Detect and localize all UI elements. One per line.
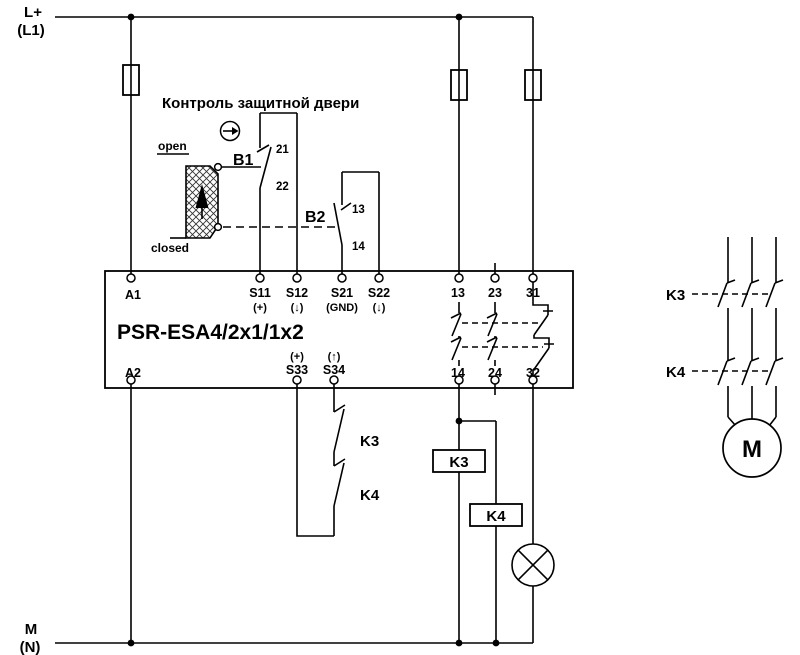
supply-plus-label: L+: [24, 4, 42, 21]
motor-label: M: [742, 436, 762, 463]
indicator-lamp-icon: [511, 543, 555, 587]
b2-fixed-tick: [340, 202, 352, 211]
coil-branch: K3 K4: [432, 384, 523, 643]
terminal-label-14: 14: [451, 366, 465, 380]
feedback-loop: K3 K4: [296, 384, 380, 537]
k4-main-contacts: [692, 357, 784, 386]
b1-terminal-22: 22: [276, 181, 289, 193]
b2-contact: B2 13 14: [305, 171, 380, 274]
k4-coil-label: K4: [486, 508, 506, 525]
b2-terminal-14: 14: [352, 241, 365, 253]
terminal-label-s33: S33: [286, 363, 308, 377]
safety-door-symbol: [170, 162, 223, 239]
b1-fixed-tick: [256, 144, 270, 153]
terminal-label-24: 24: [488, 366, 502, 380]
terminal-label-s22: S22: [368, 286, 390, 300]
k3-coil-label: K3: [449, 454, 468, 471]
top-supply-rail: L+ (L1): [17, 4, 534, 70]
fuse: [122, 64, 140, 96]
contactor-k3-label: K3: [666, 287, 685, 304]
fuse: [524, 69, 542, 101]
door-open-label: open: [158, 139, 187, 153]
motor-icon: M: [722, 418, 782, 478]
terminal-sub-s12: (↓): [291, 302, 304, 314]
door-link-pivot: [213, 162, 223, 172]
b1-contact: B1 21 22: [233, 112, 298, 274]
motor-power-branch: K3 K4 M: [666, 237, 784, 478]
terminal-sub-s34: (↑): [328, 351, 341, 363]
relay-top-terminals: [126, 273, 538, 283]
terminal-sub-s33: (+): [290, 351, 304, 363]
door-closed-label: closed: [151, 241, 189, 255]
relay-model: PSR-ESA4/2x1/1x2: [117, 321, 304, 344]
k3-coil: [432, 449, 486, 473]
bottom-supply-rail: M (N): [20, 621, 533, 655]
relay-output-contact-23-24: [486, 302, 498, 366]
terminal-label-s34: S34: [323, 363, 345, 377]
terminal-label-s11: S11: [249, 286, 271, 300]
b2-label: B2: [305, 209, 326, 226]
supply-plus-sublabel: (L1): [17, 22, 45, 39]
b2-moving-arm: [333, 202, 343, 246]
fuse: [450, 69, 468, 101]
terminal-label-13: 13: [451, 286, 465, 300]
terminal-label-a1: A1: [125, 288, 141, 302]
terminal-label-s21: S21: [331, 286, 353, 300]
supply-minus-sublabel: (N): [20, 639, 41, 655]
terminal-label-23: 23: [488, 286, 502, 300]
feeder-13: [450, 17, 468, 274]
relay-output-contact-13-14: [450, 302, 462, 366]
terminal-sub-s11: (+): [253, 302, 267, 314]
lamp-branch: [511, 384, 555, 643]
k4-coil: [469, 503, 523, 527]
terminal-sub-s22: (↓): [373, 302, 386, 314]
relay-bottom-terminals: [126, 375, 538, 385]
feeder-a1: [122, 17, 140, 643]
b1-terminal-21: 21: [276, 144, 289, 156]
diagram-title: Контроль защитной двери: [162, 95, 359, 112]
k3-main-contacts: [692, 279, 784, 308]
relay-output-contact-31-32: [532, 282, 554, 376]
b1-label: B1: [233, 152, 254, 169]
b2-terminal-13: 13: [352, 204, 365, 216]
door-arrow-icon: [195, 184, 209, 208]
b1-moving-arm: [259, 146, 272, 189]
feedback-k4-label: K4: [360, 487, 380, 504]
feedback-k3-label: K3: [360, 433, 379, 450]
door-link-pivot: [213, 222, 223, 232]
relay-outline: [104, 270, 574, 389]
supply-minus-label: M: [25, 621, 38, 638]
feeder-31: [524, 69, 542, 274]
door-monitoring-group: Контроль защитной двери open closed: [151, 95, 359, 255]
contactor-k4-label: K4: [666, 364, 686, 381]
terminal-label-a2: A2: [125, 366, 141, 380]
terminal-sub-s21: (GND): [326, 302, 358, 314]
safety-relay-block: PSR-ESA4/2x1/1x2 A1 S11 (+) S12 (↓) S21 …: [104, 263, 574, 395]
terminal-label-s12: S12: [286, 286, 308, 300]
actuation-direction-icon: [219, 120, 241, 142]
